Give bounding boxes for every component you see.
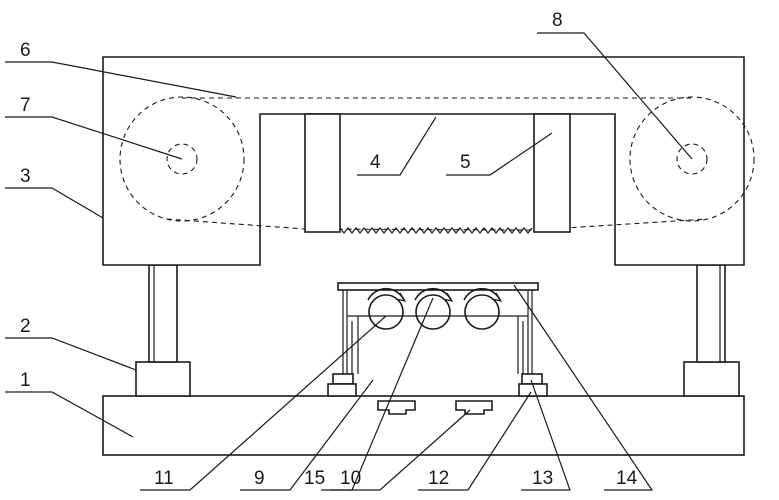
- label-14: 14: [616, 468, 638, 489]
- left-wheel-hub: [166, 143, 198, 175]
- leader-11: [140, 315, 387, 491]
- label-3: 3: [20, 166, 31, 187]
- label-4: 4: [370, 152, 381, 173]
- right-column: [696, 264, 726, 363]
- leader-12: [418, 391, 532, 491]
- saw-blade-teeth: [339, 227, 533, 234]
- upper-frame: [102, 56, 745, 266]
- leader-5: [446, 132, 553, 176]
- left-guide-block: [304, 113, 341, 233]
- left-foot-upper: [332, 373, 354, 385]
- right-wheel: [629, 96, 755, 222]
- label-10: 10: [340, 468, 361, 489]
- roller-right: [464, 294, 500, 330]
- roller-middle: [415, 294, 451, 330]
- leader-14: [513, 284, 654, 491]
- label-7: 7: [20, 95, 31, 116]
- roller-right-arrow: [491, 292, 503, 302]
- leader-15: [321, 297, 434, 491]
- label-1: 1: [20, 370, 31, 391]
- leader-1: [5, 391, 134, 438]
- label-9: 9: [254, 468, 265, 489]
- leader-13: [521, 379, 571, 491]
- roller-middle-arrow: [442, 292, 454, 302]
- leader-3: [5, 187, 104, 219]
- label-12: 12: [428, 468, 449, 489]
- left-wheel: [119, 96, 245, 222]
- left-slot: [377, 400, 416, 415]
- leader-2: [5, 337, 137, 371]
- right-wheel-hub: [676, 143, 708, 175]
- label-15: 15: [304, 468, 325, 489]
- label-11: 11: [154, 468, 174, 489]
- left-column: [148, 264, 178, 363]
- label-6: 6: [20, 40, 31, 61]
- base-plate: [102, 395, 745, 456]
- right-guide-block: [533, 113, 571, 233]
- label-2: 2: [20, 316, 31, 337]
- right-base-block: [683, 361, 740, 397]
- label-8: 8: [552, 10, 563, 31]
- leader-7: [5, 116, 183, 160]
- left-foot-lower: [327, 383, 357, 397]
- roller-left: [368, 294, 404, 330]
- label-13: 13: [532, 468, 553, 489]
- leader-6: [5, 61, 237, 98]
- roller-left-arrow: [395, 292, 407, 302]
- right-slot: [455, 400, 493, 415]
- left-base-block: [135, 361, 191, 397]
- leader-4: [357, 116, 437, 176]
- leader-8: [537, 32, 693, 160]
- leader-9: [240, 379, 374, 491]
- label-5: 5: [460, 152, 471, 173]
